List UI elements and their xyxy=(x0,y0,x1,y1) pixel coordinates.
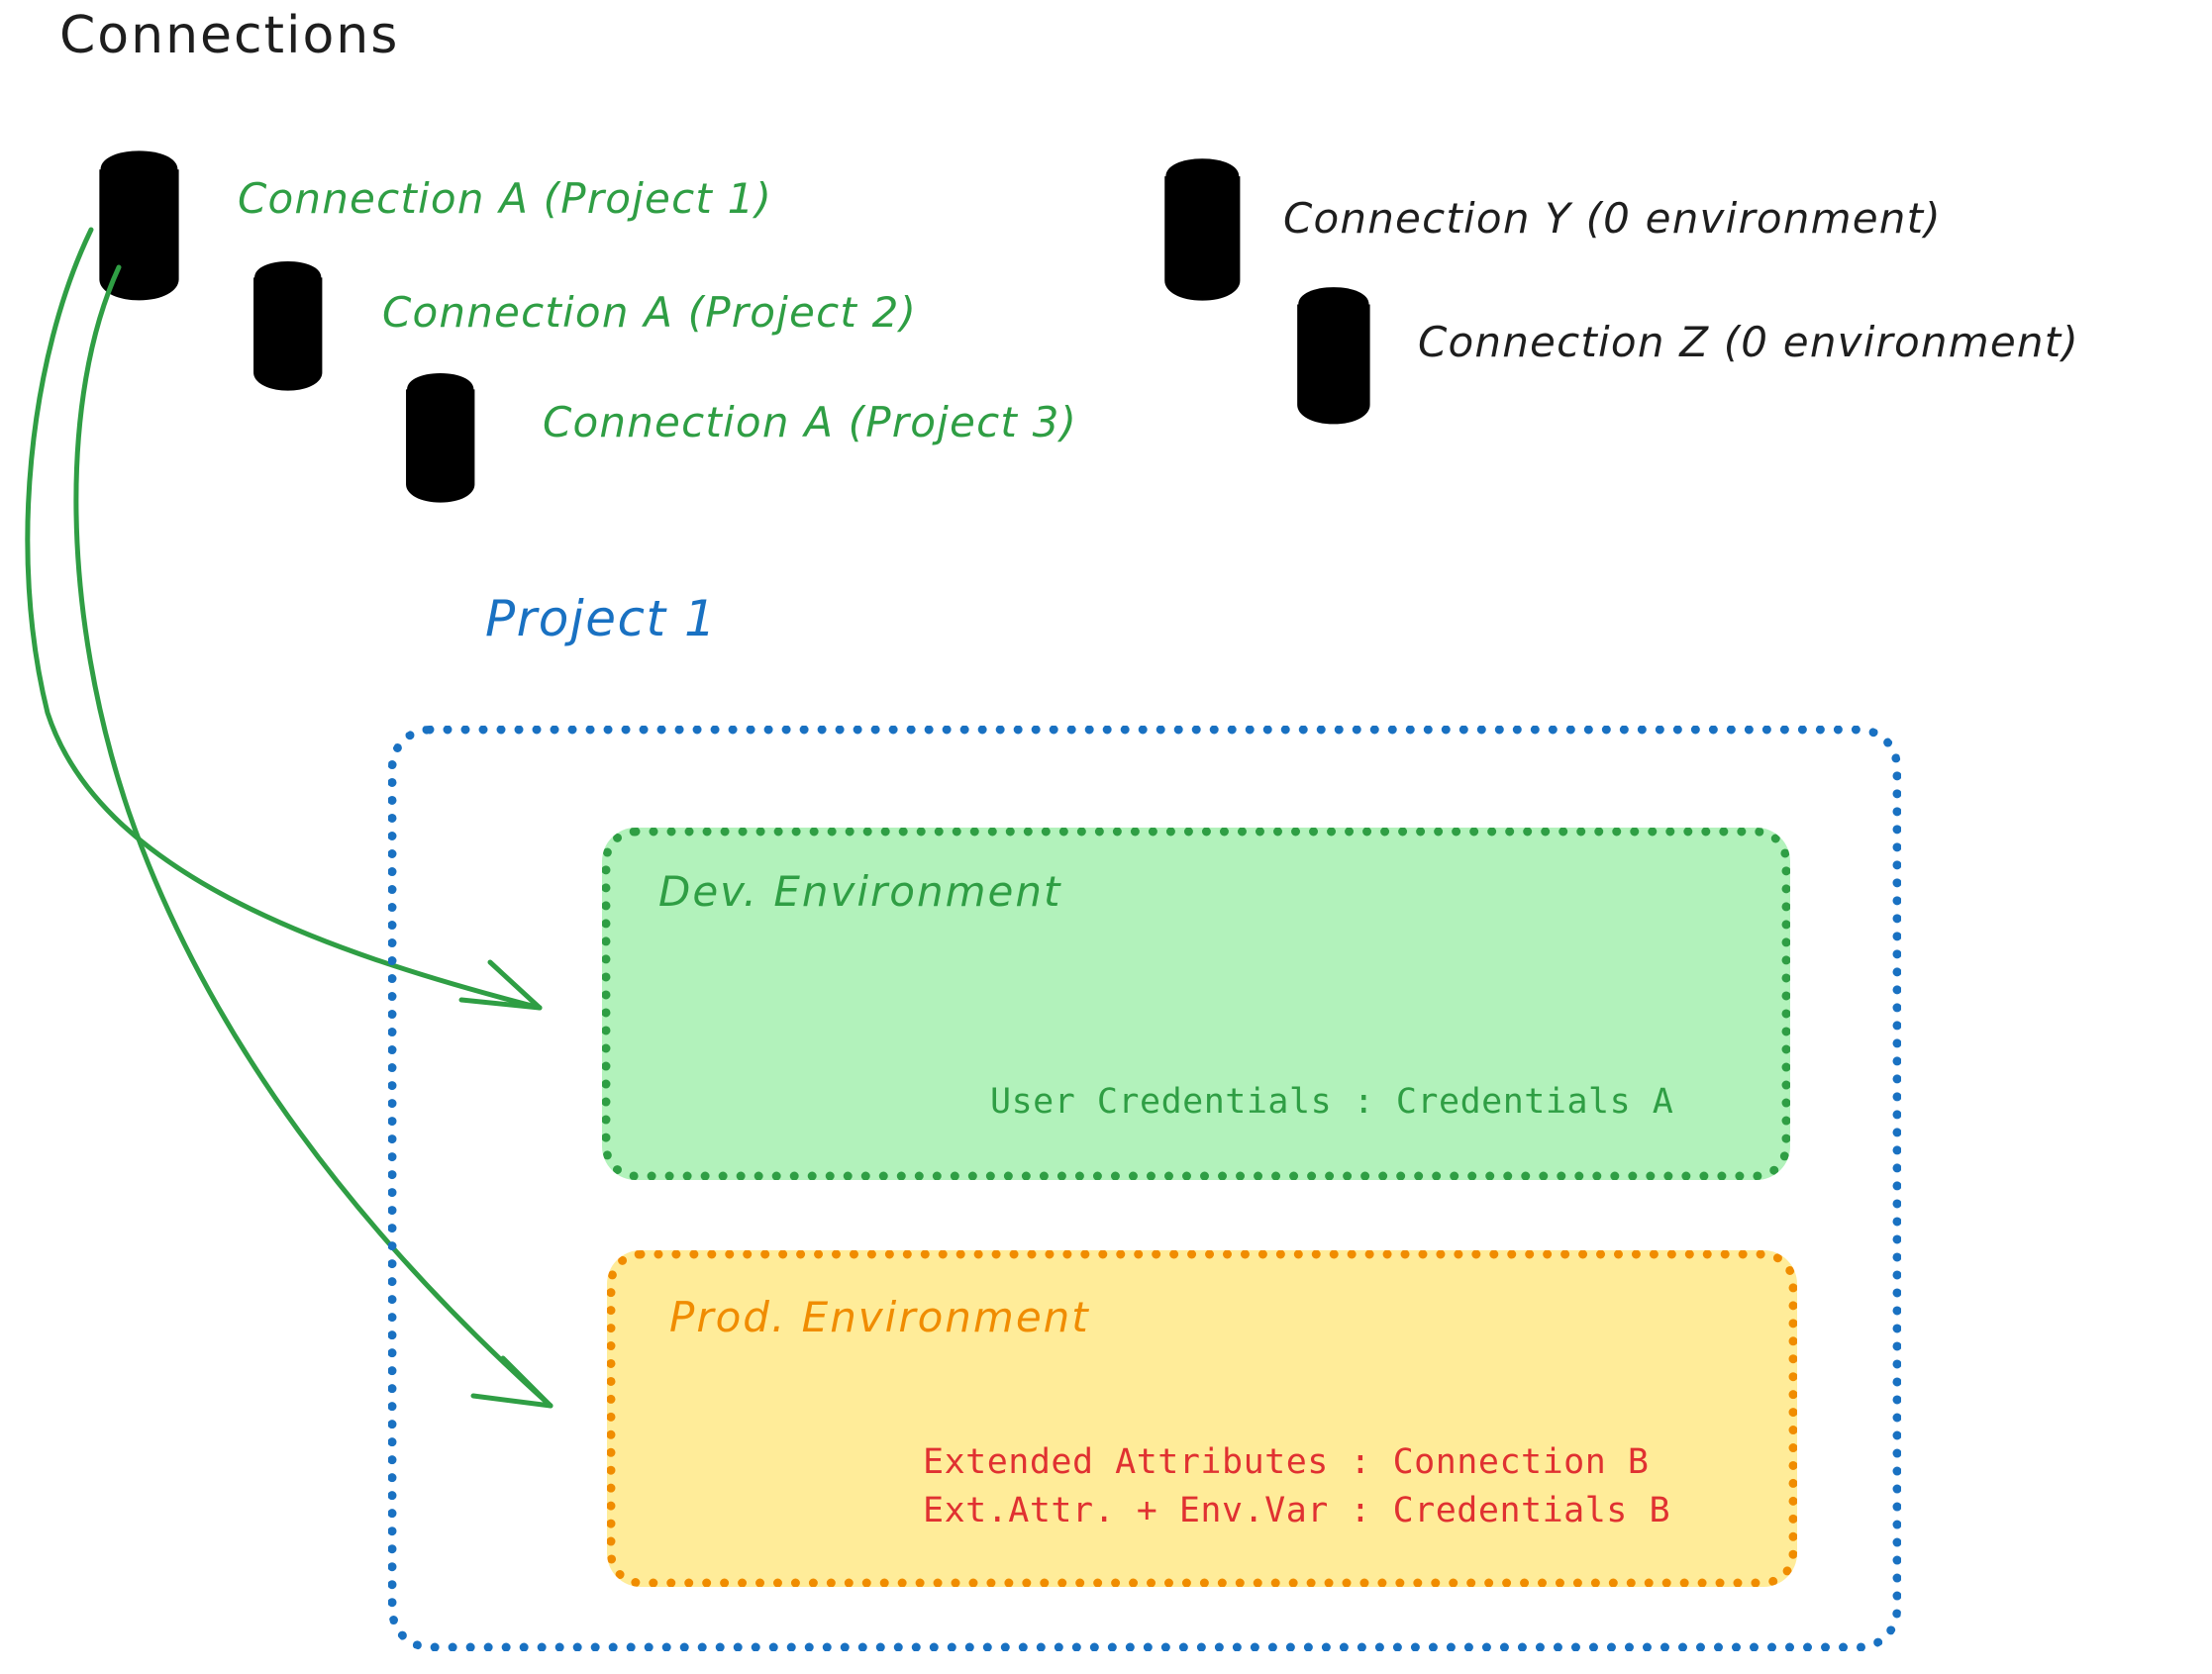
database-icon xyxy=(1164,158,1241,302)
connection-label-z: Connection Z (0 environment) xyxy=(1418,318,2079,366)
prod-environment-title: Prod. Environment xyxy=(669,1293,1090,1341)
connection-label-a-project-3: Connection A (Project 3) xyxy=(543,398,1078,446)
connection-label-a-project-2: Connection A (Project 2) xyxy=(382,288,918,337)
prod-environment-attributes: Extended Attributes : Connection B xyxy=(923,1442,1650,1482)
database-icon xyxy=(1297,287,1370,426)
arrow-to-dev-environment xyxy=(25,227,543,1011)
project-title: Project 1 xyxy=(485,590,718,647)
dev-environment-credentials: User Credentials : Credentials A xyxy=(990,1082,1674,1122)
connection-label-y: Connection Y (0 environment) xyxy=(1283,194,1942,243)
project-container xyxy=(388,726,1901,1651)
connection-label-a-project-1: Connection A (Project 1) xyxy=(238,174,773,223)
arrow-to-prod-environment xyxy=(73,264,553,1409)
prod-environment-box[interactable] xyxy=(607,1250,1797,1587)
database-icon xyxy=(406,373,475,504)
prod-environment-envvars: Ext.Attr. + Env.Var : Credentials B xyxy=(923,1491,1671,1530)
dev-environment-box[interactable] xyxy=(602,828,1790,1180)
dev-environment-title: Dev. Environment xyxy=(658,867,1062,916)
database-icon xyxy=(253,261,323,392)
page-title: Connections xyxy=(59,6,400,65)
